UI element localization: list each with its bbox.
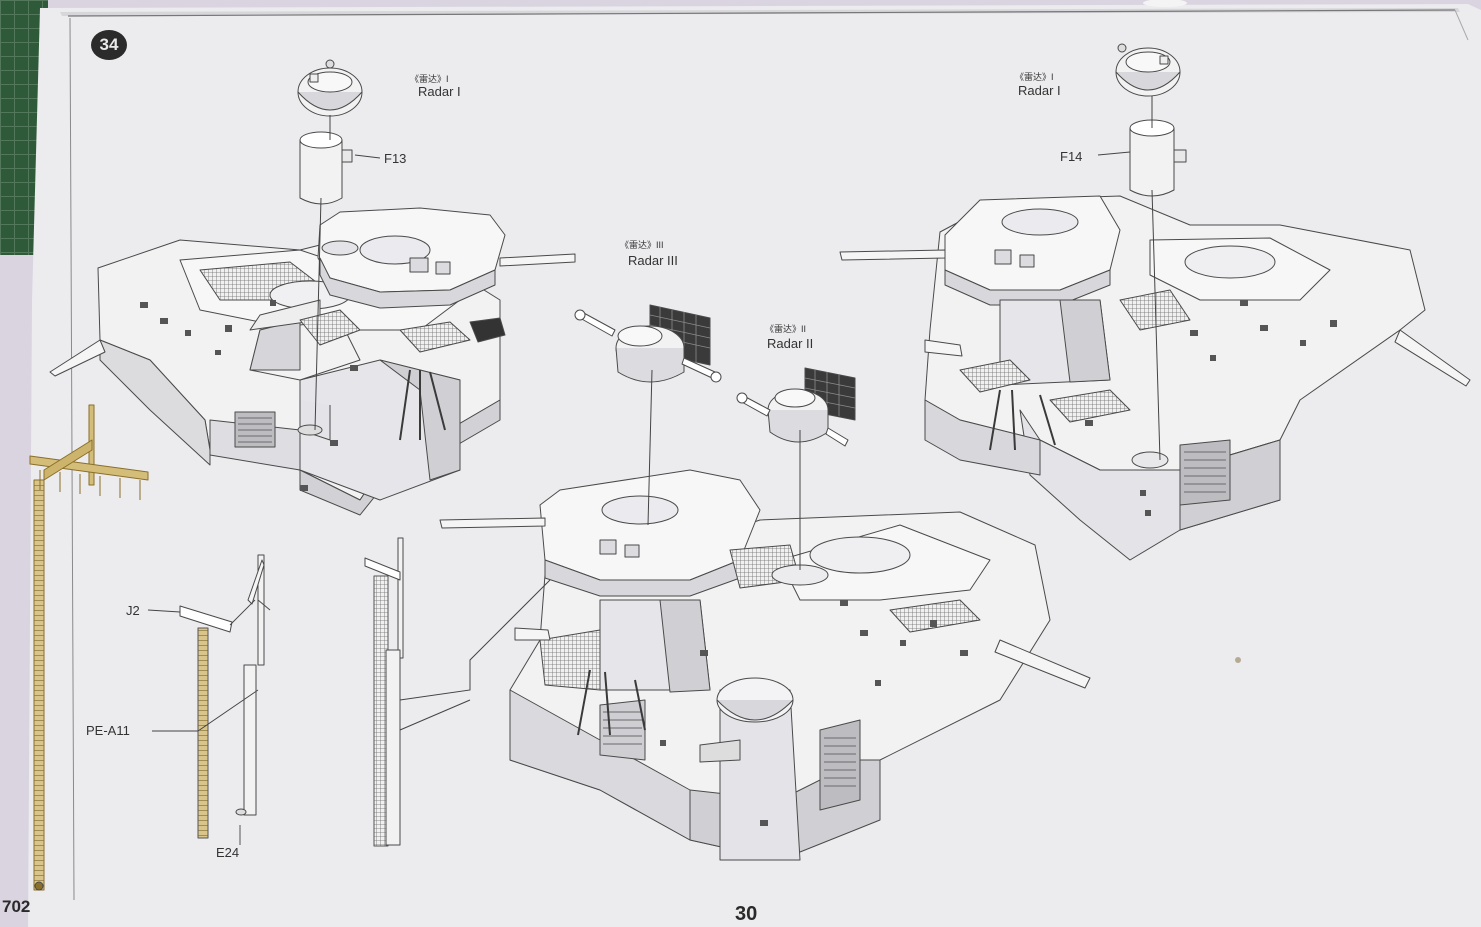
leader-lines xyxy=(147,151,1131,845)
frame-top-line xyxy=(67,9,1456,17)
part-j2-label: J2 xyxy=(126,603,140,618)
radar-iii-assembly xyxy=(574,304,722,383)
guide-line-f14 xyxy=(1151,189,1161,461)
left-part-f13 xyxy=(299,131,353,205)
left-superstructure xyxy=(49,207,576,516)
brass-photo-etched-mast xyxy=(29,404,149,891)
part-f14-label: F14 xyxy=(1060,149,1083,164)
guide-line-radar-iii xyxy=(647,369,653,526)
step-number-badge: 34 xyxy=(91,30,127,60)
right-radar-dome xyxy=(1115,43,1181,97)
kit-number: 702 xyxy=(2,897,31,916)
part-pe-a11-label: PE-A11 xyxy=(86,723,130,738)
radar-i-left-label: Radar I xyxy=(418,84,461,99)
radar-ii-cn-label: 《雷达》II xyxy=(765,324,807,334)
part-f13-label: F13 xyxy=(384,151,407,166)
radar-ii-assembly xyxy=(736,367,856,447)
page-number: 30 xyxy=(735,903,758,925)
guide-line-center-mast xyxy=(399,579,551,701)
part-e24-label: E24 xyxy=(216,845,240,860)
radar-i-right-cn-label: 《雷达》I xyxy=(1015,72,1054,82)
center-mast-assembly xyxy=(364,537,404,847)
center-superstructure xyxy=(439,469,1091,861)
radar-i-right-label: Radar I xyxy=(1018,83,1061,98)
guide-line-f13 xyxy=(314,197,322,431)
radar-iii-label: Radar III xyxy=(628,253,678,268)
yard-j2 xyxy=(179,605,233,839)
right-superstructure xyxy=(839,195,1471,561)
mast-e24 xyxy=(235,554,271,816)
radar-ii-label: Radar II xyxy=(767,336,814,351)
radar-i-left-cn-label: 《雷达》I xyxy=(410,74,449,84)
radar-iii-cn-label: 《雷达》III xyxy=(620,240,664,250)
